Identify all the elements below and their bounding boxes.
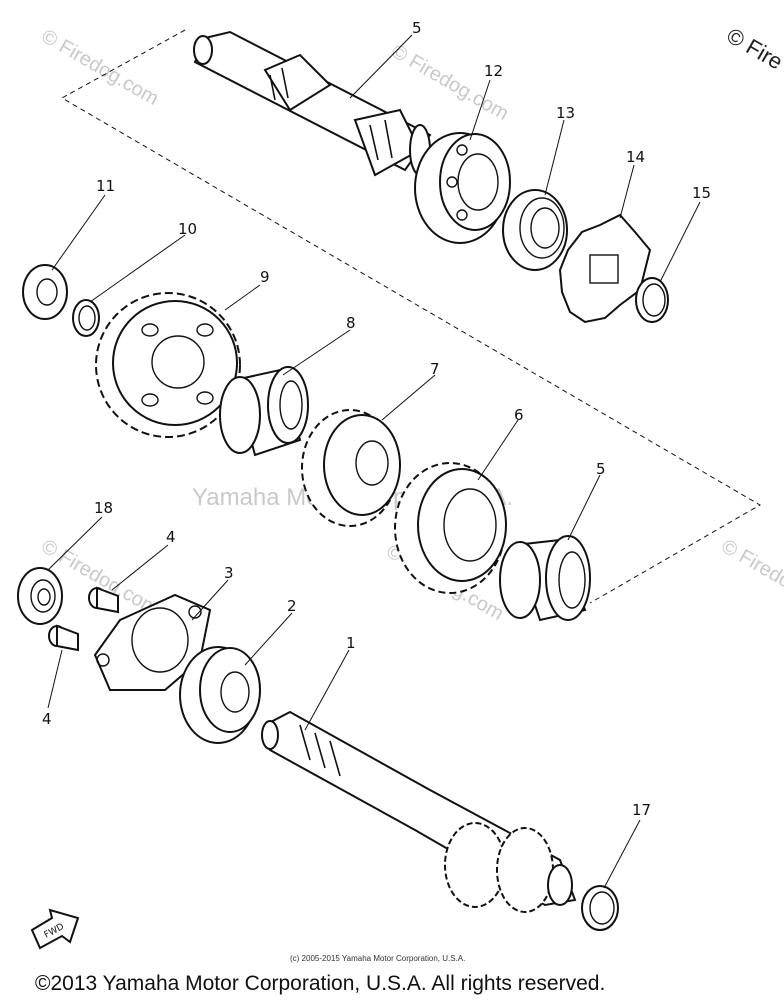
part-label-1: 1	[346, 634, 356, 652]
part-6-bushing	[499, 535, 591, 622]
part-label-6: 5	[596, 460, 606, 478]
watermark-firedog: © Firedog.com	[38, 25, 163, 110]
part-label-11: 10	[178, 220, 197, 238]
part-14-oil-seal	[502, 189, 568, 271]
part-3-retainer-plate	[93, 593, 212, 691]
watermark-firedog: © Firedog.com	[718, 535, 784, 620]
part-13-bearing	[414, 132, 511, 244]
part-label-12: 11	[96, 177, 115, 195]
leader-lines	[47, 34, 701, 889]
part-label-3: 3	[224, 564, 234, 582]
part-17-collar	[581, 885, 619, 931]
part-4-bolt-upper	[88, 586, 119, 614]
part-8-gear	[301, 409, 401, 527]
watermark-firedog-corner: © Fire	[723, 23, 784, 75]
fwd-arrow: FWD	[30, 908, 80, 950]
part-12-washer	[22, 264, 68, 320]
part-number-labels: 5 12 13 14 15 11 10 9 8 7 6 5 18 4 3 2 1…	[42, 19, 711, 819]
part-18-bearing	[17, 567, 63, 625]
part-1-main-shaft	[261, 710, 577, 913]
part-label-13: 12	[484, 62, 503, 80]
part-11-circlip	[72, 299, 100, 337]
part-label-5: 5	[412, 19, 422, 37]
part-label-14: 13	[556, 104, 575, 122]
part-label-15: 14	[626, 148, 645, 166]
part-label-7: 6	[514, 406, 524, 424]
part-label-16: 15	[692, 184, 711, 202]
part-2-bearing	[179, 646, 261, 744]
part-4-bolt-lower	[48, 624, 79, 652]
part-9-bushing	[219, 366, 309, 457]
part-label-17: 17	[632, 801, 651, 819]
watermark-firedog: © Firedog.com	[388, 40, 513, 125]
part-7-gear	[394, 462, 507, 594]
part-15-sprocket	[558, 213, 652, 324]
copyright-small: (c) 2005-2015 Yamaha Motor Corporation, …	[290, 954, 465, 963]
part-5-axle-shaft	[193, 30, 432, 177]
part-10-gear	[95, 292, 241, 438]
part-label-2: 2	[287, 597, 297, 615]
part-label-9: 8	[346, 314, 356, 332]
part-16-circlip	[635, 277, 669, 323]
part-label-18: 18	[94, 499, 113, 517]
part-label-4-upper: 4	[166, 528, 176, 546]
copyright-main: ©2013 Yamaha Motor Corporation, U.S.A. A…	[35, 972, 605, 995]
part-label-4-lower: 4	[42, 710, 52, 728]
part-label-10: 9	[260, 268, 270, 286]
part-label-8: 7	[430, 360, 440, 378]
assembly-dashed-outline	[60, 29, 761, 604]
